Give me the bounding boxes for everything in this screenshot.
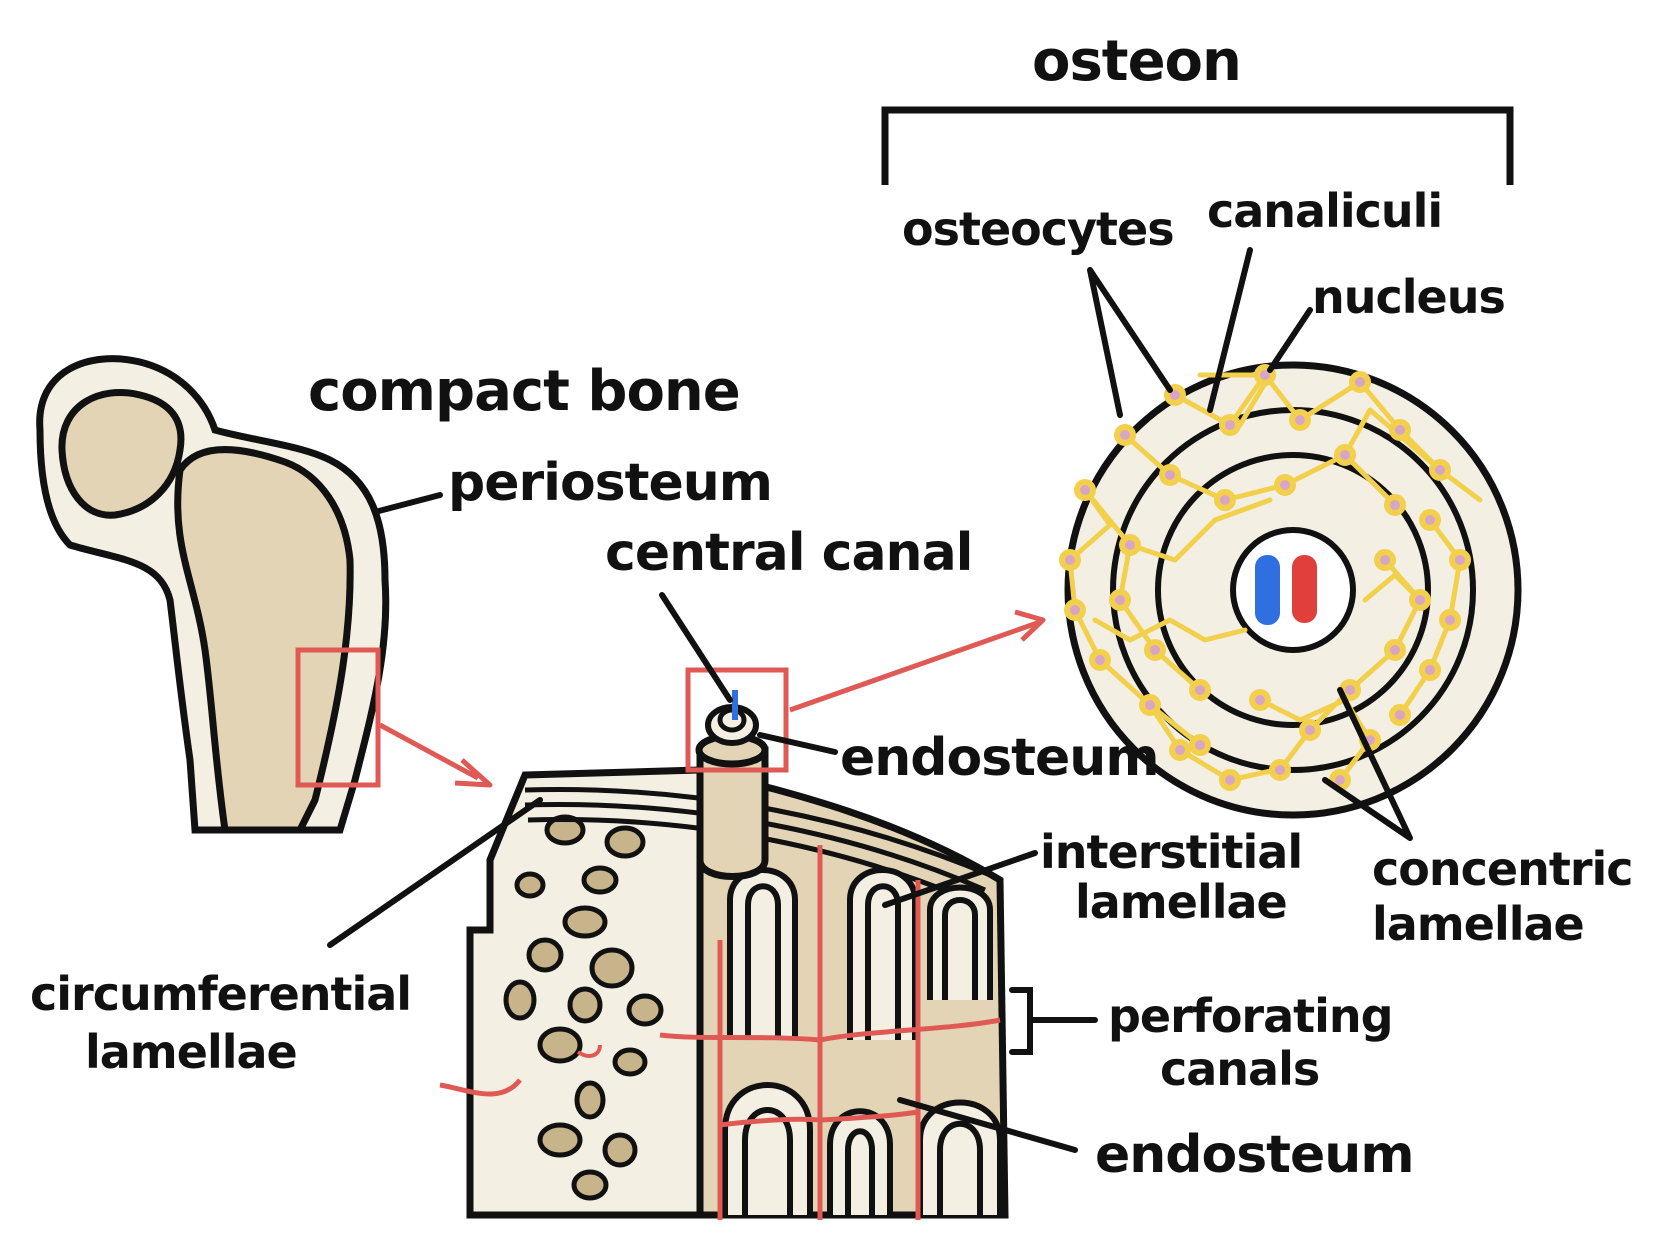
interstitial-leader	[882, 850, 1038, 908]
label-concentric-1: concentric	[1372, 842, 1633, 896]
label-perforating-1: perforating	[1108, 989, 1393, 1043]
label-endosteum-top: endosteum	[840, 728, 1159, 788]
periosteum-leader	[372, 492, 443, 515]
endosteum-bottom-leader	[897, 1097, 1078, 1153]
central-canal-cylinder	[695, 690, 769, 880]
label-interstitial-1: interstitial	[1040, 825, 1302, 879]
osteon-highlight-box	[685, 667, 789, 773]
label-endosteum-bottom: endosteum	[1095, 1125, 1414, 1185]
leader-lines	[327, 247, 1413, 1153]
label-circumferential-2: lamellae	[85, 1025, 297, 1079]
spongy-vessel-2	[576, 1044, 602, 1058]
endosteum-top-leader	[757, 732, 838, 755]
canaliculi-network	[1067, 372, 1483, 783]
central-canal-artery	[1292, 555, 1317, 623]
osteon-columns-upper	[727, 867, 993, 1040]
label-osteon: osteon	[1032, 29, 1241, 94]
label-canaliculi: canaliculi	[1207, 184, 1442, 238]
central-canal-vein	[1255, 555, 1280, 625]
circumferential-lamellae-lines	[524, 787, 991, 908]
text-labels: osteon osteocytes canaliculi nucleus com…	[30, 29, 1634, 1185]
perforating-bracket	[1009, 987, 1098, 1055]
femur-head	[58, 388, 185, 519]
canaliculi-leader	[1207, 247, 1253, 413]
label-osteocytes: osteocytes	[902, 202, 1174, 256]
nucleus-leader	[1267, 307, 1313, 373]
bone-block-illustration	[439, 609, 1046, 1220]
osteon-cross-section	[881, 106, 1522, 819]
femur-illustration	[36, 355, 493, 834]
osteocytes	[1059, 364, 1471, 791]
osteon-zoom-arrowhead	[1014, 609, 1046, 642]
osteocytes-leader	[1087, 267, 1173, 418]
femur-highlight-box	[295, 647, 381, 788]
concentric-leader	[1322, 687, 1413, 841]
label-periosteum: periosteum	[448, 453, 772, 513]
label-nucleus: nucleus	[1312, 270, 1505, 324]
label-compact-bone: compact bone	[308, 359, 740, 424]
femur-zoom-arrow-line	[378, 722, 480, 781]
central-canal-leader	[659, 592, 733, 703]
label-central-canal: central canal	[605, 523, 972, 583]
femur-zoom-arrowhead	[454, 758, 493, 788]
femur-shaft	[174, 446, 354, 834]
label-perforating-2: canals	[1160, 1042, 1319, 1096]
label-concentric-2: lamellae	[1372, 897, 1584, 951]
label-circumferential-1: circumferential	[30, 967, 411, 1021]
spongy-vessel-1	[439, 1078, 522, 1097]
osteon-bracket	[881, 106, 1514, 185]
spongy-bone-lacunae	[503, 814, 664, 1201]
osteon-zoom-arrow-line	[789, 619, 1041, 713]
label-interstitial-2: lamellae	[1075, 875, 1287, 929]
perforating-vessels	[659, 845, 1001, 1220]
circumferential-leader	[327, 797, 543, 948]
